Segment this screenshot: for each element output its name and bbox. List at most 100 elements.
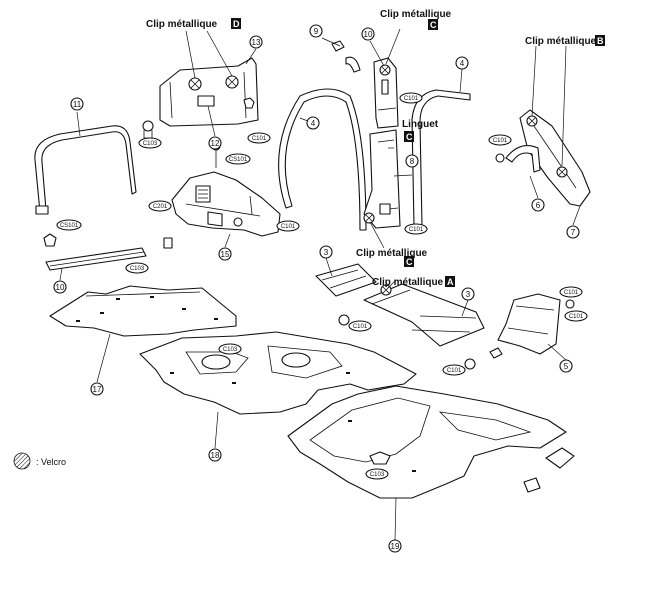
svg-text:9: 9 xyxy=(314,27,319,36)
code-c101-e: C101 xyxy=(488,134,512,146)
part-number-8: 8 xyxy=(405,154,419,168)
weatherstrip-4-right xyxy=(411,89,471,227)
clip-c-bottom-letter: C xyxy=(406,257,413,267)
clip-c-top-letter: C xyxy=(430,20,437,30)
code-c103-c: C103 xyxy=(218,343,242,355)
clip-c-bottom-letter-box xyxy=(404,256,414,267)
quarter-trim-15 xyxy=(171,141,281,237)
code-c101-h: C101 xyxy=(559,286,583,298)
part-number-12: 11 xyxy=(70,97,84,111)
part-number-13: 12 xyxy=(208,136,222,150)
part-number-18: 18 xyxy=(208,448,222,462)
rear-carpet-17 xyxy=(49,285,237,337)
grab-handle-6 xyxy=(495,145,541,173)
code-c103-d: C103 xyxy=(365,468,389,480)
rear-upper-trim-14 xyxy=(142,57,259,139)
part-number-9: 9 xyxy=(309,24,323,38)
part-number-15: 15 xyxy=(218,247,232,261)
weatherstrip-4-left xyxy=(278,88,367,231)
svg-text:C103: C103 xyxy=(223,347,238,353)
linguet-label: Linguet xyxy=(402,119,439,130)
code-c101-i: C101 xyxy=(564,310,588,322)
part-number-3-left: 3 xyxy=(319,245,333,259)
svg-text:17: 17 xyxy=(93,385,102,394)
svg-text:C101: C101 xyxy=(281,224,296,230)
clip-c-top-letter-box xyxy=(428,19,438,30)
part-number-19: 19 xyxy=(388,539,402,553)
svg-text:C201: C201 xyxy=(153,204,168,210)
svg-text:19: 19 xyxy=(391,542,400,551)
svg-text:6: 6 xyxy=(536,201,541,210)
part-number-3-right: 3 xyxy=(461,287,475,301)
svg-text:C103: C103 xyxy=(370,472,385,478)
velcro-legend-label: : Velcro xyxy=(36,457,66,467)
sill-strip-11 xyxy=(43,233,173,271)
main-carpet-19 xyxy=(287,385,575,499)
clip-a-label: Clip métallique xyxy=(372,277,444,288)
code-c101-c: C101 xyxy=(404,223,428,235)
svg-text:5: 5 xyxy=(564,362,569,371)
svg-text:C101: C101 xyxy=(404,96,419,102)
belt-anchor-9 xyxy=(331,40,361,73)
part-number-6: 6 xyxy=(531,198,545,212)
roof-rail-12 xyxy=(34,125,137,215)
code-c201: C201 xyxy=(148,200,172,212)
svg-text:12: 12 xyxy=(211,139,220,148)
svg-text:4: 4 xyxy=(311,119,316,128)
code-cs101-a: CS101 xyxy=(225,153,251,165)
svg-text:11: 11 xyxy=(73,100,82,109)
code-c101-f: C101 xyxy=(348,320,372,332)
code-c101-a: C101 xyxy=(247,132,271,144)
svg-text:C101: C101 xyxy=(409,227,424,233)
part-number-17: 17 xyxy=(90,382,104,396)
velcro-swatch xyxy=(13,452,31,470)
svg-text:C101: C101 xyxy=(493,138,508,144)
clip-b-letter: B xyxy=(597,36,604,46)
svg-text:C103: C103 xyxy=(143,141,158,147)
svg-text:4: 4 xyxy=(460,59,465,68)
part-number-7: 7 xyxy=(566,225,580,239)
part-number-5: 5 xyxy=(559,359,573,373)
part-number-4-left: 4 xyxy=(306,116,320,130)
svg-text:C103: C103 xyxy=(130,266,145,272)
linguet-letter-box xyxy=(404,131,414,142)
code-c101-g: C101 xyxy=(442,364,466,376)
part-number-10: 10 xyxy=(361,27,375,41)
part-number-14: 13 xyxy=(249,35,263,49)
svg-text:10: 10 xyxy=(56,283,65,292)
svg-text:C101: C101 xyxy=(353,324,368,330)
pillar-trim-8 xyxy=(363,129,401,229)
svg-text:8: 8 xyxy=(410,157,415,166)
svg-text:CS101: CS101 xyxy=(60,223,79,229)
svg-text:3: 3 xyxy=(324,248,329,257)
svg-text:15: 15 xyxy=(221,250,230,259)
code-c101-b: C101 xyxy=(276,220,300,232)
svg-text:7: 7 xyxy=(571,228,576,237)
clip-a-letter-box xyxy=(445,276,455,287)
svg-text:C101: C101 xyxy=(252,136,267,142)
svg-text:CS101: CS101 xyxy=(229,157,248,163)
code-c101-d: C101 xyxy=(399,92,423,104)
svg-text:C101: C101 xyxy=(447,368,462,374)
code-cs101-b: CS101 xyxy=(56,219,82,231)
clip-b-letter-box xyxy=(595,35,605,46)
part-number-11: 10 xyxy=(53,280,67,294)
svg-text:3: 3 xyxy=(466,290,471,299)
code-c103-b: C103 xyxy=(125,262,149,274)
clip-c-bottom-label: Clip métallique xyxy=(356,248,428,259)
pillar-trim-10 xyxy=(373,57,399,129)
svg-text:C101: C101 xyxy=(569,314,584,320)
side-bracket-5 xyxy=(489,293,575,359)
part-number-4-right: 4 xyxy=(455,56,469,70)
svg-text:C101: C101 xyxy=(564,290,579,296)
svg-text:13: 13 xyxy=(252,38,261,47)
svg-text:18: 18 xyxy=(211,451,220,460)
clip-c-top-label-line1: Clip métallique xyxy=(380,9,452,20)
clip-a-letter: A xyxy=(447,277,454,287)
front-carpet-18 xyxy=(139,331,417,415)
linguet-letter: C xyxy=(406,132,413,142)
clip-d-label: Clip métallique xyxy=(146,19,218,30)
svg-text:10: 10 xyxy=(364,30,373,39)
clip-d-letter-box xyxy=(231,18,241,29)
